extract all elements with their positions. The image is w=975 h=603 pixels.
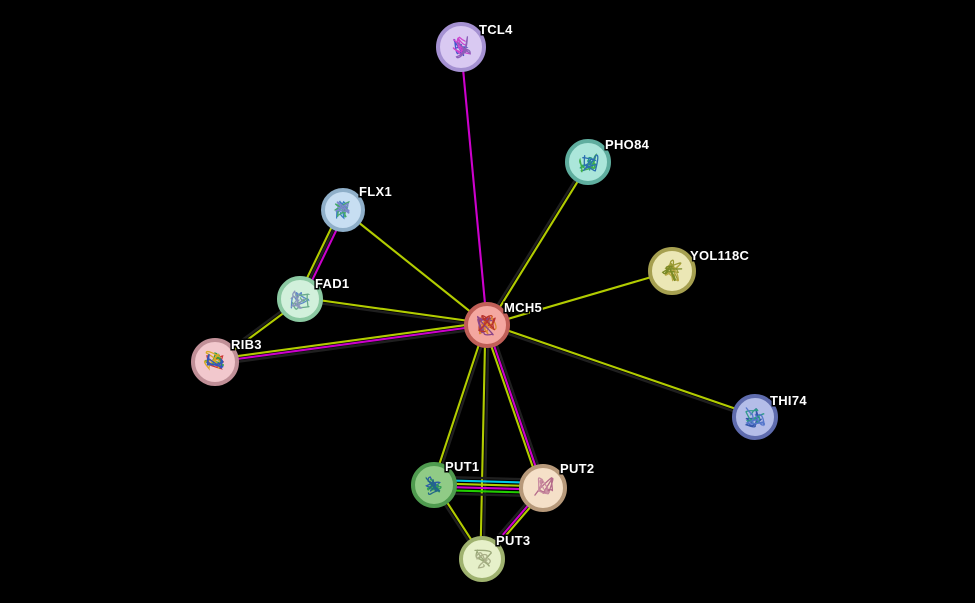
edge-line	[488, 323, 547, 488]
edge-MCH5-PUT1	[431, 324, 490, 486]
edge-MCH5-FLX1	[342, 209, 488, 326]
edge-line	[215, 326, 488, 366]
node-FLX1[interactable]: FLX1	[321, 183, 393, 232]
node-label-TCL4: TCL4	[479, 22, 513, 37]
protein-structure-icon	[428, 479, 440, 492]
node-label-MCH5: MCH5	[504, 300, 542, 315]
edge-line	[487, 162, 591, 327]
edge-MCH5-TCL4	[459, 46, 489, 326]
protein-structure-icon	[477, 557, 491, 569]
node-FAD1[interactable]: FAD1	[277, 275, 351, 322]
edge-MCH5-PHO84	[484, 160, 591, 327]
protein-structure-icon	[475, 552, 488, 562]
node-label-PUT2: PUT2	[560, 461, 594, 476]
protein-structure-icon	[290, 293, 303, 309]
node-label-PUT3: PUT3	[496, 533, 530, 548]
node-PUT1[interactable]: PUT1	[411, 458, 481, 508]
edge-line	[342, 209, 488, 326]
protein-structure-icon	[745, 408, 761, 425]
edge-line	[487, 322, 756, 417]
protein-structure-icon	[291, 293, 311, 310]
edge-line	[483, 325, 542, 490]
protein-structure-icon	[583, 154, 599, 172]
node-RIB3[interactable]: RIB3	[191, 336, 263, 386]
edge-line	[482, 325, 490, 560]
node-label-THI74: THI74	[770, 393, 807, 408]
protein-structure-icon	[537, 477, 549, 494]
edge-line	[484, 160, 588, 325]
edge-MCH5-FAD1	[299, 296, 488, 328]
edge-MCH5-PUT2	[483, 323, 547, 490]
protein-structure-icon	[481, 315, 496, 331]
protein-structure-icon	[665, 265, 683, 282]
protein-structure-icon	[206, 353, 224, 368]
protein-structure-icon	[579, 157, 597, 173]
protein-structure-icon	[455, 42, 471, 59]
protein-structure-icon	[477, 315, 492, 334]
edge-line	[486, 269, 673, 327]
node-label-FLX1: FLX1	[359, 184, 392, 199]
node-label-FAD1: FAD1	[315, 276, 349, 291]
edge-MCH5-RIB3	[214, 321, 488, 366]
node-label-RIB3: RIB3	[231, 337, 262, 352]
edge-line	[299, 299, 487, 328]
edge-line	[486, 324, 544, 489]
node-label-PUT1: PUT1	[445, 459, 479, 474]
protein-structure-icon	[290, 290, 305, 309]
protein-structure-icon	[208, 358, 224, 369]
protein-structure-icon	[582, 156, 598, 172]
node-PUT3[interactable]: PUT3	[459, 532, 532, 582]
node-PHO84[interactable]: PHO84	[565, 136, 651, 185]
edge-line	[434, 325, 490, 486]
node-label-PHO84: PHO84	[605, 137, 650, 152]
protein-structure-icon	[478, 315, 490, 333]
edge-line	[300, 296, 488, 325]
node-TCL4[interactable]: TCL4	[436, 21, 514, 72]
edge-MCH5-PUT3	[479, 324, 490, 560]
edge-MCH5-THI74	[486, 322, 756, 420]
protein-structure-icon	[425, 476, 441, 496]
node-THI74[interactable]: THI74	[732, 392, 809, 440]
edge-MCH5-YOL118C	[486, 269, 673, 327]
node-YOL118C[interactable]: YOL118C	[648, 247, 751, 295]
protein-structure-icon	[745, 407, 766, 427]
node-PUT2[interactable]: PUT2	[519, 460, 596, 512]
edge-line	[214, 323, 488, 364]
node-MCH5[interactable]: MCH5	[464, 299, 543, 348]
edge-line	[214, 321, 487, 361]
edge-line	[479, 324, 487, 559]
edge-line	[486, 325, 755, 420]
node-label-YOL118C: YOL118C	[690, 248, 749, 263]
edge-line	[431, 324, 487, 485]
protein-structure-icon	[335, 202, 350, 214]
edge-line	[459, 46, 489, 326]
node-circle-FAD1[interactable]	[277, 276, 323, 322]
